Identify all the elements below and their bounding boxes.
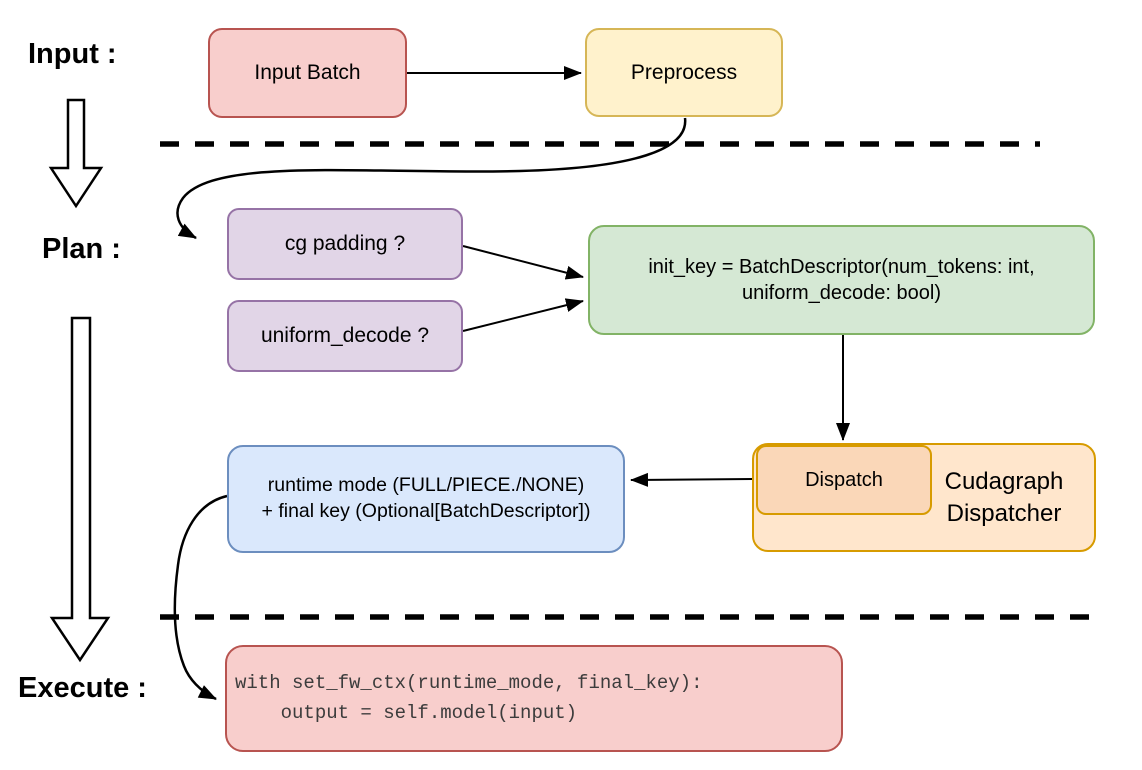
node-uniform-decode: uniform_decode ? (227, 300, 463, 372)
node-execute-code-line2: output = self.model(input) (235, 701, 578, 724)
stage-label-execute: Execute : (18, 672, 147, 704)
node-runtime-mode-line1: runtime mode (FULL/PIECE./NONE) (267, 474, 585, 497)
node-runtime-mode-line2: + final key (Optional[BatchDescriptor]) (261, 500, 591, 522)
node-uniform-decode-label: uniform_decode ? (260, 324, 430, 348)
stage-arrow-plan-to-execute (49, 316, 111, 663)
edge-uniformdecode-to-initkey (462, 298, 584, 332)
node-input-batch: Input Batch (208, 28, 407, 118)
node-dispatch-label: Dispatch (805, 468, 883, 491)
node-init-key-line2: uniform_decode: bool) (741, 282, 941, 304)
edge-preprocess-to-cgpadding (176, 117, 687, 240)
node-init-key: init_key = BatchDescriptor(num_tokens: i… (588, 225, 1095, 335)
node-execute-code: with set_fw_ctx(runtime_mode, final_key)… (225, 645, 843, 752)
node-cudagraph-dispatcher-label: Cudagraph Dispatcher (924, 445, 1084, 550)
node-input-batch-label: Input Batch (254, 61, 361, 85)
edge-dispatch-to-runtimemode (630, 472, 754, 487)
edge-cgpadding-to-initkey (462, 245, 584, 280)
node-cg-padding-label: cg padding ? (284, 232, 406, 256)
node-runtime-mode: runtime mode (FULL/PIECE./NONE) + final … (227, 445, 625, 553)
node-preprocess: Preprocess (585, 28, 783, 117)
node-execute-code-line1: with set_fw_ctx(runtime_mode, final_key)… (235, 672, 703, 695)
stage-label-plan: Plan : (42, 233, 121, 265)
node-cudagraph-line2: Dispatcher (946, 499, 1062, 527)
node-cg-padding: cg padding ? (227, 208, 463, 280)
node-preprocess-label: Preprocess (630, 60, 738, 84)
edge-runtimemode-to-code (173, 494, 228, 701)
node-init-key-line1: init_key = BatchDescriptor(num_tokens: i… (648, 255, 1035, 278)
stage-label-input: Input : (28, 38, 117, 70)
node-cudagraph-line1: Cudagraph (944, 467, 1064, 495)
stage-arrow-input-to-plan (48, 98, 104, 209)
node-dispatch: Dispatch (756, 445, 932, 515)
